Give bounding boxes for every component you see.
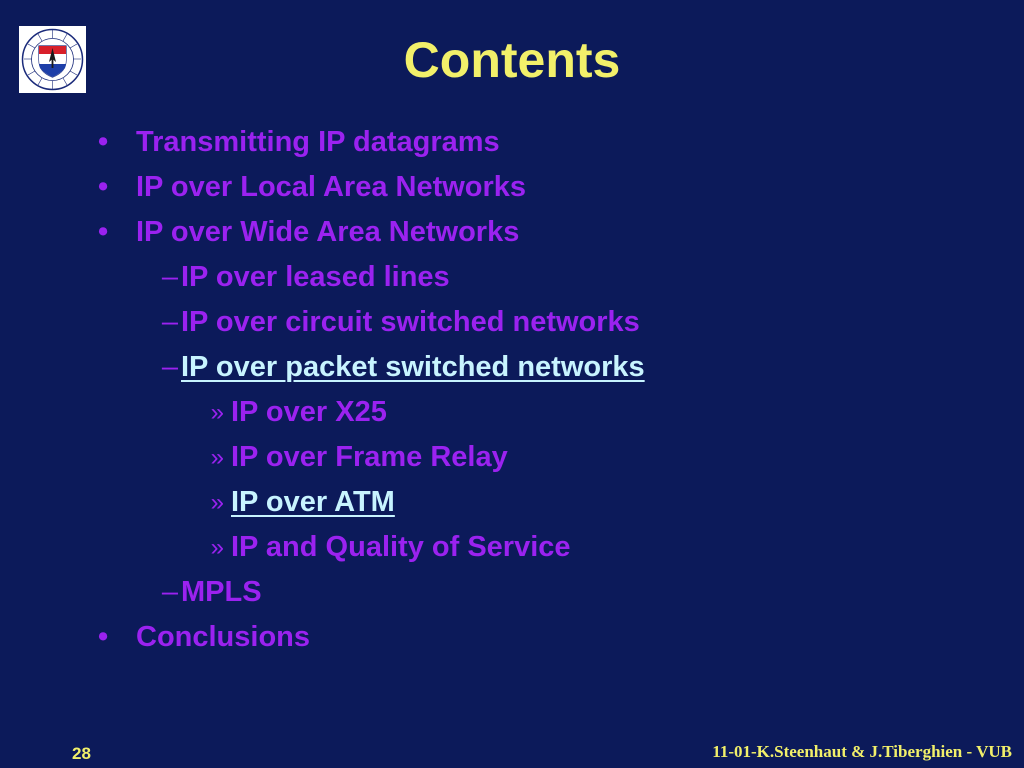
link-packet-switched-networks[interactable]: IP over packet switched networks xyxy=(181,351,645,383)
list-item: – IP over leased lines xyxy=(0,255,1024,300)
footer-credit: 11-01-K.Steenhaut & J.Tiberghien - VUB xyxy=(712,742,1012,761)
list-item: • IP over Wide Area Networks xyxy=(0,210,1024,255)
bullet-marker: • xyxy=(98,126,109,158)
list-item: » IP over Frame Relay xyxy=(0,435,1024,480)
guillemet-marker: » xyxy=(210,444,224,471)
dash-marker: – xyxy=(161,351,178,383)
list-item: » IP over X25 xyxy=(0,390,1024,435)
list-item-label: IP over circuit switched networks xyxy=(181,306,640,338)
list-item: • Conclusions xyxy=(0,615,1024,660)
list-item-label: IP over Frame Relay xyxy=(231,441,508,473)
guillemet-marker: » xyxy=(210,399,224,426)
list-item-label: IP over Local Area Networks xyxy=(136,171,527,203)
list-item-label: Conclusions xyxy=(136,621,311,653)
bullet-marker: • xyxy=(98,621,109,653)
list-item: – IP over packet switched networks xyxy=(0,345,1024,390)
guillemet-marker: » xyxy=(210,534,224,561)
bullet-marker: • xyxy=(98,171,109,203)
dash-marker: – xyxy=(161,261,178,293)
page-number: 28 xyxy=(72,744,91,763)
list-item-label: IP over leased lines xyxy=(181,261,450,293)
list-item: – MPLS xyxy=(0,570,1024,615)
contents-list: • Transmitting IP datagrams • IP over Lo… xyxy=(0,120,1024,660)
list-item-label: Transmitting IP datagrams xyxy=(136,126,500,158)
dash-marker: – xyxy=(161,306,178,338)
list-item: • IP over Local Area Networks xyxy=(0,165,1024,210)
list-item: » IP and Quality of Service xyxy=(0,525,1024,570)
link-ip-over-atm[interactable]: IP over ATM xyxy=(231,486,395,518)
list-item-label: IP and Quality of Service xyxy=(231,531,571,563)
dash-marker: – xyxy=(161,576,178,608)
list-item: » IP over ATM xyxy=(0,480,1024,525)
list-item: • Transmitting IP datagrams xyxy=(0,120,1024,165)
slide-title: Contents xyxy=(403,32,621,88)
seal-graphic xyxy=(21,28,84,91)
university-seal-icon xyxy=(19,26,86,93)
list-item-label: MPLS xyxy=(181,576,262,608)
list-item-label: IP over X25 xyxy=(231,396,387,428)
list-item: – IP over circuit switched networks xyxy=(0,300,1024,345)
guillemet-marker: » xyxy=(210,489,224,516)
bullet-marker: • xyxy=(98,216,109,248)
list-item-label: IP over Wide Area Networks xyxy=(136,216,520,248)
